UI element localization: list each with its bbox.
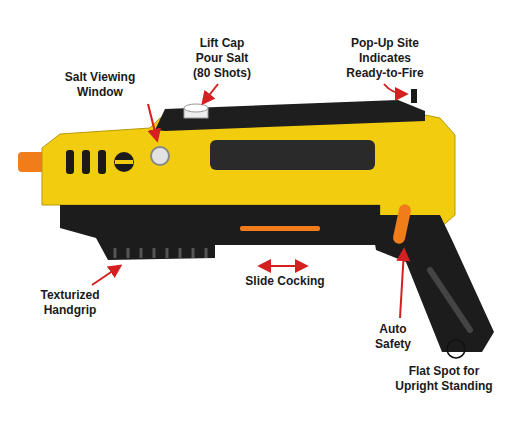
double-arrow [260,265,306,267]
leader-arrow [203,84,218,103]
leader-arrow [400,250,404,318]
callout-label: Slide Cocking [230,274,340,289]
grip-ridges [115,248,206,258]
callout-label: Auto Safety [368,322,418,352]
leader-arrow [384,84,406,94]
side-panel [210,140,375,170]
vent-bar [115,160,133,164]
vent-slot [66,150,74,174]
vent-slot [82,150,90,174]
lift-cap-top [184,104,208,112]
callout-label: Lift Cap Pour Salt (80 Shots) [186,36,258,81]
leader-arrow [92,266,120,285]
flat-spot-marker [447,340,465,358]
vent-slot [98,150,106,174]
callout-label: Texturized Handgrip [30,288,110,318]
slide-handguard [60,205,380,260]
salt-window [151,147,169,165]
vent-hole [114,152,134,172]
callout-label: Pop-Up Site Indicates Ready-to-Fire [339,36,431,81]
leader-arrow [148,104,157,140]
orange-stripe [240,226,320,231]
grip-texture [430,270,470,330]
top-rail [155,100,425,131]
safety-switch [392,203,412,245]
callout-label: Flat Spot for Upright Standing [388,364,500,394]
callout-label: Salt Viewing Window [53,70,148,100]
pop-up-sight [411,89,417,103]
